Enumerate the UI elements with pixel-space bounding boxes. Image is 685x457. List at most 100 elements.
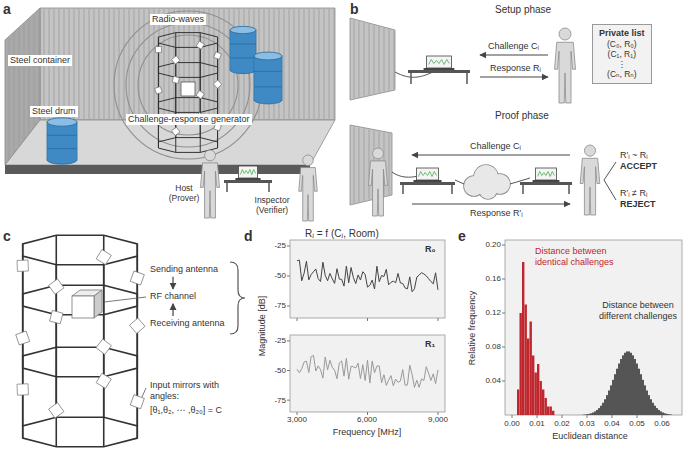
person-head <box>205 150 216 161</box>
histogram-bar <box>668 414 670 416</box>
container-wall <box>40 8 335 120</box>
phase-label: Proof phase <box>495 110 549 122</box>
wall-rib <box>164 9 165 119</box>
histogram-bar <box>666 414 668 415</box>
mirror <box>16 331 30 345</box>
histogram-bar <box>654 406 656 415</box>
wall-rib <box>199 9 200 119</box>
histogram-bar <box>616 369 618 415</box>
tick-mark <box>537 415 538 418</box>
role-label: Inspector (Verifier) <box>247 195 297 215</box>
tick-mark <box>637 415 638 418</box>
drum-top <box>47 118 77 126</box>
mirror <box>172 127 180 135</box>
wall-rib <box>74 9 75 119</box>
axis-title: Relative frequency <box>467 291 478 366</box>
condition-label: R′ᵢ ≠ Rᵢ <box>620 188 647 199</box>
histogram-bar <box>550 407 552 416</box>
mirror <box>214 52 222 60</box>
screen-signal <box>429 60 450 65</box>
frame-ring <box>23 417 138 447</box>
wall-rib <box>209 9 210 119</box>
drum-body-cover <box>255 56 282 100</box>
tick-label: -50 <box>274 271 286 281</box>
cable <box>455 180 464 184</box>
wall-rib <box>329 9 330 119</box>
outcome-label: REJECT <box>620 199 656 210</box>
histogram-bar <box>628 351 630 415</box>
tick-mark <box>287 246 290 247</box>
histogram-bar <box>522 262 524 415</box>
histogram-bar <box>662 413 664 415</box>
tick-mark <box>662 415 663 418</box>
tick-mark <box>502 347 505 348</box>
part-label: Steel drum <box>30 106 78 117</box>
laptop-screen <box>417 168 439 180</box>
frame-ring <box>158 63 217 78</box>
histogram-bar <box>604 399 606 415</box>
panel-b <box>350 18 616 216</box>
histogram-bar <box>642 380 644 415</box>
histogram-bar <box>535 373 537 416</box>
decision-bracket <box>604 162 616 180</box>
tick-label: -25 <box>274 336 286 346</box>
histogram-bar <box>614 374 616 415</box>
histogram-bar <box>608 390 610 415</box>
mirror <box>49 279 64 294</box>
wall-rib <box>214 9 215 119</box>
histogram-bar <box>640 374 642 415</box>
wall-rib <box>369 130 370 200</box>
message-label: Response Rᵢ <box>490 63 541 74</box>
series-label: R₁ <box>425 339 435 350</box>
tick-label: 9,000 <box>428 415 448 425</box>
histogram-bar <box>660 411 662 415</box>
desk-top <box>400 182 455 185</box>
desk-leg <box>451 185 453 194</box>
wall-rib <box>359 21 360 97</box>
wall-rib <box>334 9 335 119</box>
wall-rib <box>284 9 285 119</box>
drum-body <box>47 122 77 160</box>
wall-rib <box>389 133 390 194</box>
antenna-cube-side <box>94 290 102 318</box>
histogram-bar <box>588 414 590 415</box>
tick-label: 0.00 <box>504 419 520 429</box>
frame-ring <box>23 235 138 265</box>
desk-top <box>224 180 272 183</box>
histogram-bar <box>606 395 608 415</box>
tick-mark <box>287 276 290 277</box>
part-label: Steel container <box>8 55 72 66</box>
wall-rib <box>314 9 315 119</box>
tick-mark <box>502 245 505 246</box>
screen-signal <box>240 170 255 175</box>
wall-face <box>350 18 395 100</box>
formula-label: [θ₁,θ₂, ⋯ ,θ₂₀] = C <box>150 405 222 416</box>
desk-leg <box>226 183 228 192</box>
histogram-bar <box>664 413 666 415</box>
person-figure <box>580 145 600 215</box>
mirror <box>49 403 64 418</box>
wall-rib <box>229 9 230 119</box>
histogram-bar <box>540 381 542 415</box>
frame-ring <box>158 33 217 48</box>
wall-rib <box>394 31 395 89</box>
wall-rib <box>19 28 20 146</box>
message-label: Challenge Cᵢ <box>488 41 539 52</box>
person-head <box>303 155 314 166</box>
drum-ring <box>254 71 282 72</box>
mirror <box>50 310 63 323</box>
tick-label: 0.08 <box>485 342 501 352</box>
person-figure <box>200 150 219 218</box>
mirror <box>17 384 28 395</box>
node-text: Receiving antenna <box>150 318 225 329</box>
drum-ring <box>254 86 282 87</box>
outcome-label: ACCEPT <box>620 161 657 172</box>
histogram-bar <box>670 414 672 415</box>
wall-rib <box>364 129 365 201</box>
tick-mark <box>437 412 438 415</box>
wall-rib <box>324 9 325 119</box>
wall-rib <box>354 127 355 203</box>
wall-rib <box>289 9 290 119</box>
histogram-bar <box>626 351 628 415</box>
tick-label: -50 <box>274 366 286 376</box>
